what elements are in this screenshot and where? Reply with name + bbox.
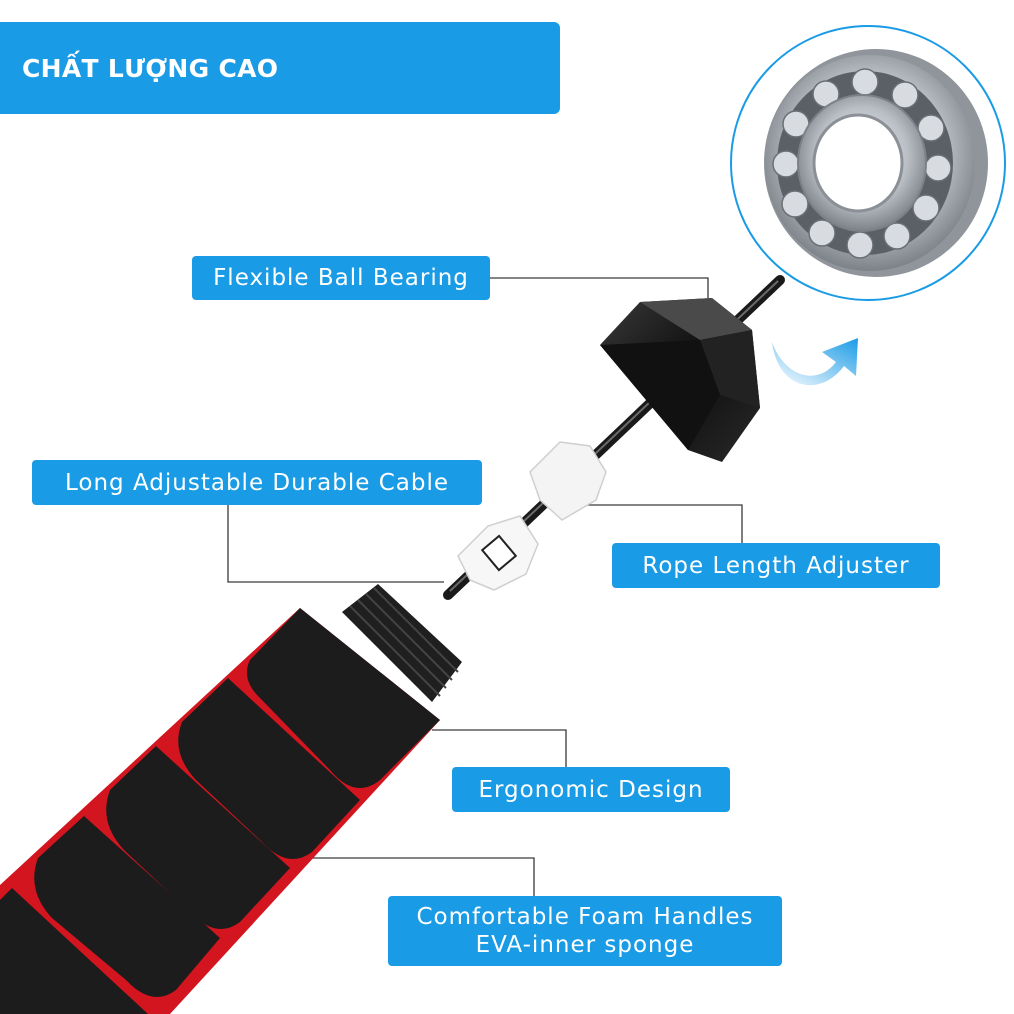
banner-title: CHẤT LƯỢNG CAO: [22, 53, 279, 83]
bearing-balls: [772, 68, 952, 259]
label-flexible-ball-bearing: Flexible Ball Bearing: [192, 256, 490, 300]
thread-lines: [349, 587, 459, 697]
callout-lines: [227, 277, 743, 896]
rotation-arrow: [772, 338, 858, 386]
label-adjustable-cable: Long Adjustable Durable Cable: [32, 460, 482, 505]
label-text-line1: Comfortable Foam Handles: [416, 904, 754, 930]
header-banner: CHẤT LƯỢNG CAO: [0, 22, 560, 114]
label-text: Flexible Ball Bearing: [213, 265, 469, 291]
label-ergonomic-design: Ergonomic Design: [452, 767, 730, 812]
bearing-magnifier: [730, 25, 1006, 301]
label-text-line2: EVA-inner sponge: [475, 932, 695, 958]
label-text: Ergonomic Design: [478, 776, 704, 803]
label-rope-length-adjuster: Rope Length Adjuster: [612, 543, 940, 588]
bearing-cap: [600, 298, 760, 462]
label-foam-handles: Comfortable Foam Handles EVA-inner spong…: [388, 896, 782, 966]
label-text: Long Adjustable Durable Cable: [65, 469, 449, 496]
rope-adjuster: [457, 441, 607, 591]
foam-handle: [0, 584, 462, 1014]
label-text: Rope Length Adjuster: [642, 552, 910, 579]
